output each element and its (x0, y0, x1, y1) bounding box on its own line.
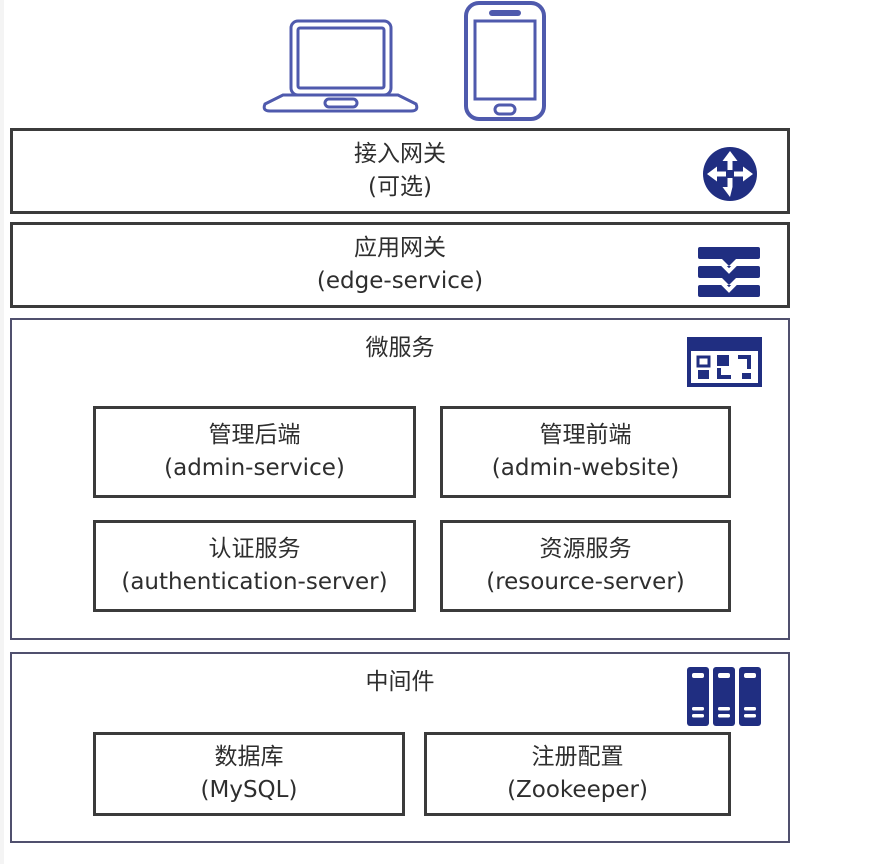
router-icon (703, 147, 757, 201)
service-node-admin-website: 管理前端 (admin-website) (440, 406, 731, 498)
node-title: 管理前端 (539, 422, 632, 448)
node-subtitle: (Zookeeper) (507, 777, 648, 803)
layer-subtitle: (edge-service) (316, 268, 484, 294)
node-title: 数据库 (214, 744, 284, 770)
node-subtitle: (authentication-server) (121, 569, 388, 595)
application-window-icon (687, 337, 762, 387)
layer-app-gateway-label: 应用网关 (edge-service) (13, 225, 787, 305)
node-title: 注册配置 (531, 744, 624, 770)
service-node-zookeeper: 注册配置 (Zookeeper) (424, 732, 731, 816)
node-subtitle: (admin-website) (491, 455, 680, 481)
layer-access-gateway-label: 接入网关 (可选) (13, 131, 787, 211)
page-edge (0, 0, 4, 864)
service-node-admin-service: 管理后端 (admin-service) (93, 406, 416, 498)
server-racks-icon (687, 667, 761, 726)
node-subtitle: (MySQL) (200, 777, 298, 803)
laptop-icon (262, 19, 419, 113)
layer-title: 接入网关 (354, 141, 446, 167)
load-balancer-icon (698, 247, 760, 297)
service-node-mysql: 数据库 (MySQL) (93, 732, 405, 816)
layer-middleware: 中间件 数据库 (MySQL) 注册配置 (10, 652, 790, 843)
layer-title: 微服务 (365, 335, 435, 361)
node-title: 认证服务 (208, 536, 301, 562)
layer-title: 应用网关 (354, 235, 446, 261)
layer-access-gateway: 接入网关 (可选) (10, 128, 790, 214)
node-title: 资源服务 (539, 536, 632, 562)
layer-title: 中间件 (365, 669, 435, 695)
node-subtitle: (resource-server) (486, 569, 685, 595)
layer-subtitle: (可选) (368, 174, 432, 200)
layer-microservices: 微服务 管理后端 (admin-service) 管理前端 (admin-web… (10, 318, 790, 640)
service-node-authentication-server: 认证服务 (authentication-server) (93, 520, 416, 612)
node-title: 管理后端 (208, 422, 301, 448)
smartphone-icon (464, 1, 546, 121)
layer-app-gateway: 应用网关 (edge-service) (10, 222, 790, 308)
service-node-resource-server: 资源服务 (resource-server) (440, 520, 731, 612)
node-subtitle: (admin-service) (164, 455, 345, 481)
